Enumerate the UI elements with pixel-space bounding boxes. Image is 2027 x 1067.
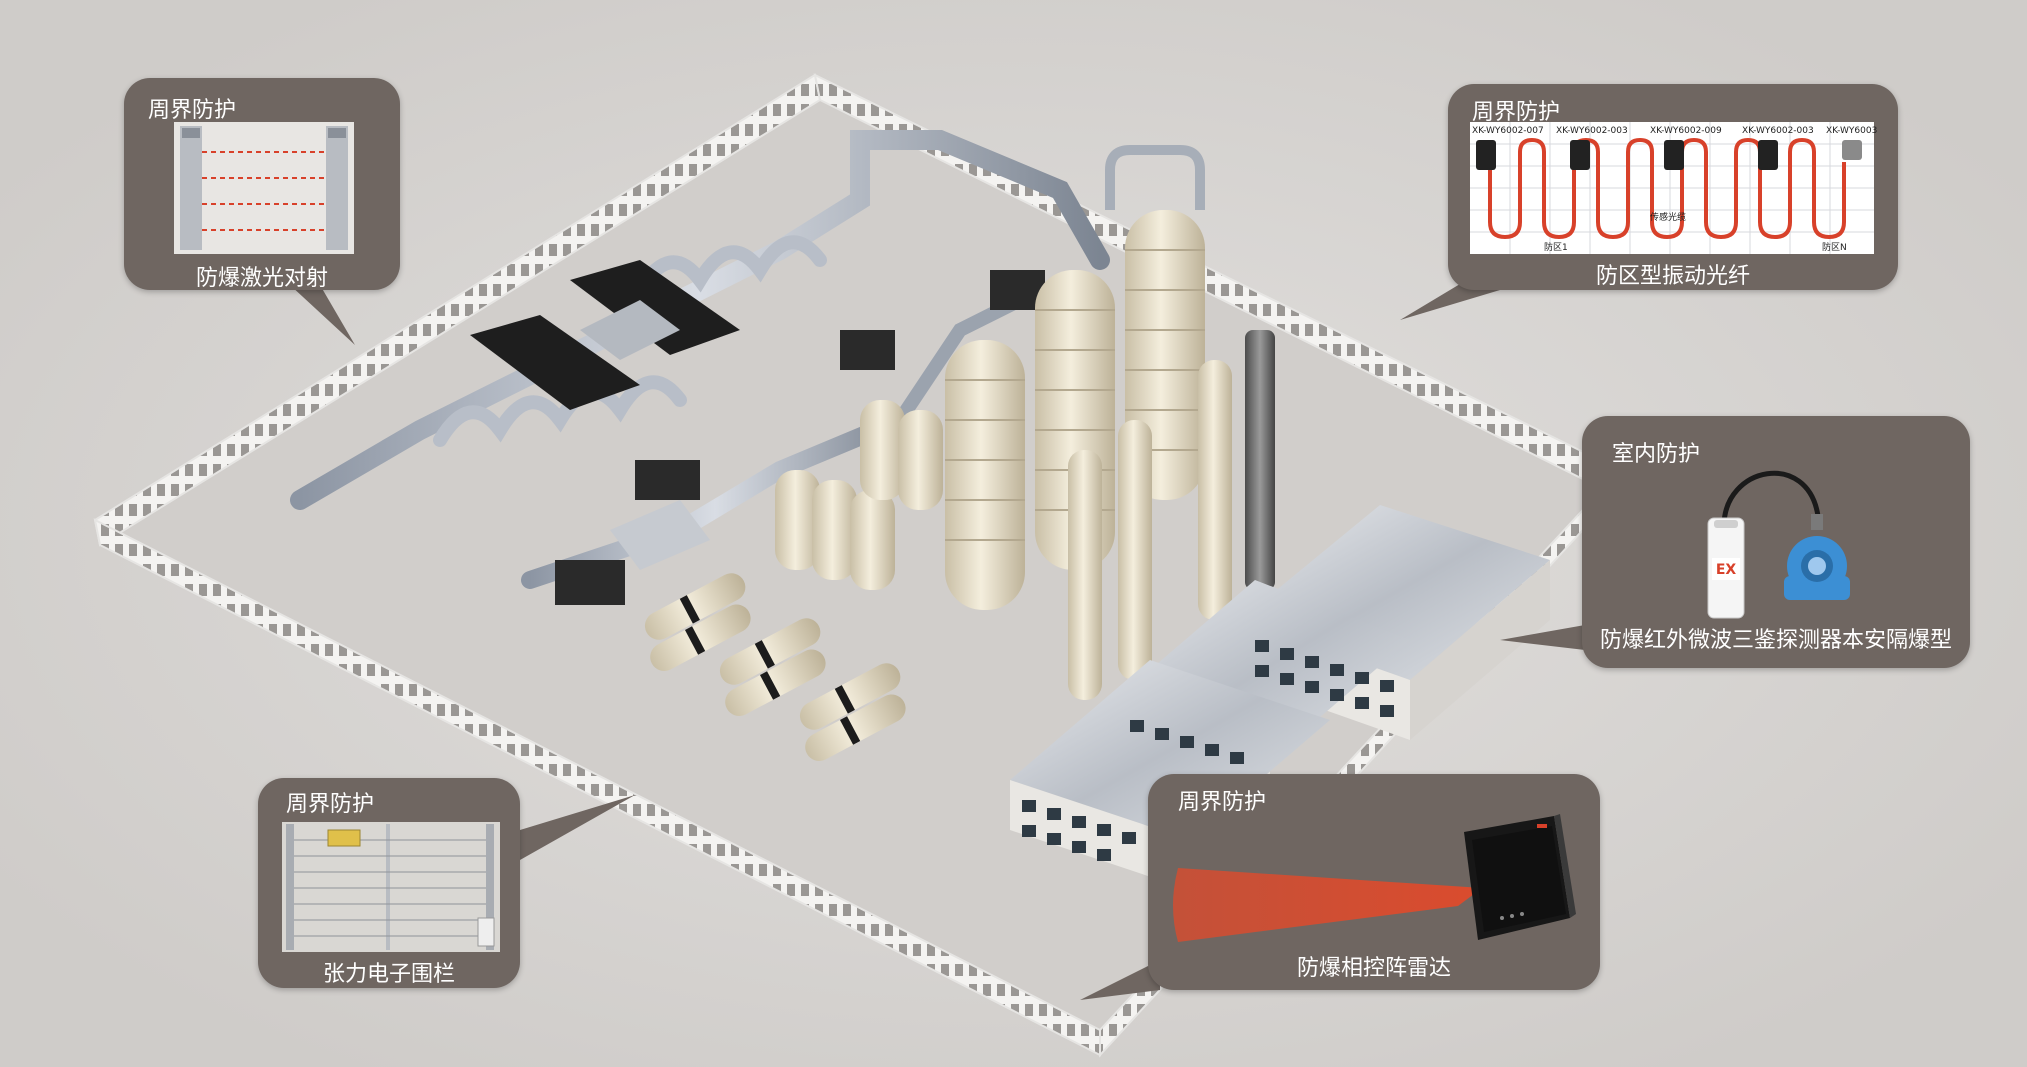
callout-title: 室内防护 (1612, 442, 1701, 467)
callout-title: 周界防护 (148, 98, 237, 123)
gas-cylinders (644, 573, 906, 761)
pipe-rack (290, 130, 1110, 589)
fiber-device-label: XK-WY6002-003 (1556, 126, 1628, 136)
fiber-cable-label: 传感光缆 (1650, 211, 1686, 223)
fiber-zone-end: 防区N (1822, 241, 1847, 253)
callout-title: 周界防护 (286, 792, 375, 817)
callout-caption: 张力电子围栏 (322, 962, 455, 987)
fiber-zone-start: 防区1 (1544, 241, 1568, 253)
laser-beam-post-icon (174, 122, 354, 254)
compressor-units (470, 260, 1045, 605)
callout-title: 周界防护 (1472, 100, 1561, 125)
callout-caption: 防爆激光对射 (195, 266, 328, 291)
callout-caption: 防区型振动光纤 (1595, 264, 1750, 289)
ex-mark: EX (1716, 562, 1737, 578)
callout-laser-beam: 周界防护 防爆激光对射 (124, 78, 400, 291)
fiber-device-label: XK-WY6002-007 (1472, 126, 1544, 136)
callout-vibration-fiber: 周界防护 XK-WY6002-007 XK-WY6002-003 XK-WY60… (1448, 84, 1898, 290)
distillation-columns (945, 145, 1275, 700)
tension-fence-icon (282, 822, 500, 952)
fiber-device-label: XK-WY6002-009 (1650, 126, 1722, 136)
callout-caption: 防爆相控阵雷达 (1296, 956, 1451, 981)
callout-caption: 防爆红外微波三鉴探测器本安隔爆型 (1599, 628, 1952, 653)
callout-indoor-detector: 室内防护 EX 防爆红外微波三鉴探测器本安隔爆型 (1582, 416, 1970, 668)
factory-buildings (1010, 505, 1550, 890)
callout-phased-radar: 周界防护 防爆相控阵雷达 (1148, 774, 1600, 990)
storage-tank-cluster (775, 400, 943, 590)
callout-tension-fence: 周界防护 张力电子围栏 (258, 778, 520, 988)
phased-array-radar-icon (1173, 814, 1576, 942)
explosion-proof-detector-icon: EX (1707, 470, 1850, 619)
callout-title: 周界防护 (1178, 790, 1267, 815)
fiber-device-label: XK-WY6002-003 (1742, 126, 1814, 136)
fiber-device-label: XK-WY6003 (1826, 126, 1877, 136)
fiber-zone-diagram: XK-WY6002-007 XK-WY6002-003 XK-WY6002-00… (1470, 122, 1877, 254)
